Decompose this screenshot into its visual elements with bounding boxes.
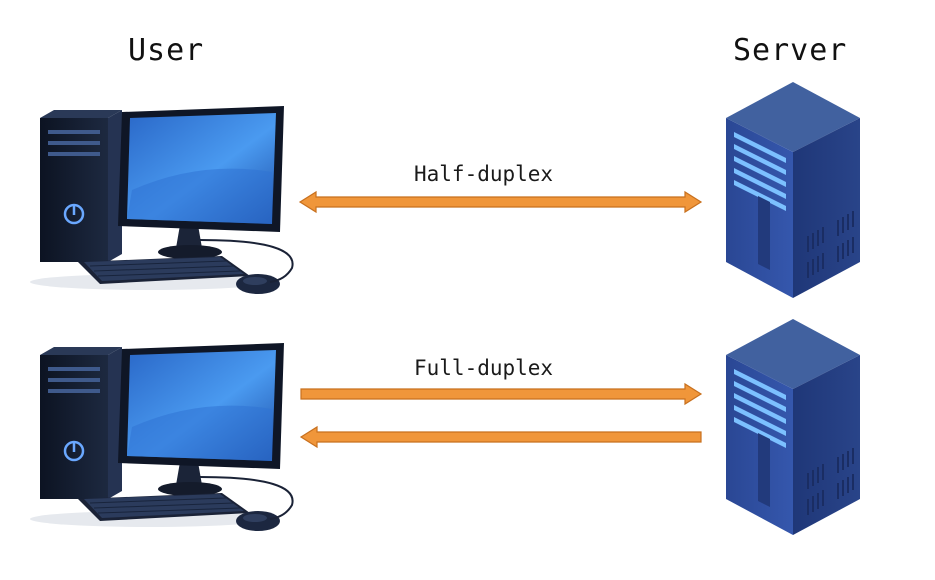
server-heading: Server (733, 33, 848, 68)
desktop-computer-icon (28, 104, 294, 296)
full-duplex-label: Full-duplex (414, 356, 554, 380)
full-duplex-arrow-right (300, 382, 703, 406)
desktop-computer-icon (28, 341, 294, 533)
server-tower-icon (725, 318, 861, 536)
full-duplex-arrow-left (299, 425, 702, 449)
half-duplex-label: Half-duplex (414, 162, 554, 186)
half-duplex-arrow (298, 190, 703, 214)
server-tower-icon (725, 81, 861, 299)
user-heading: User (128, 33, 205, 68)
